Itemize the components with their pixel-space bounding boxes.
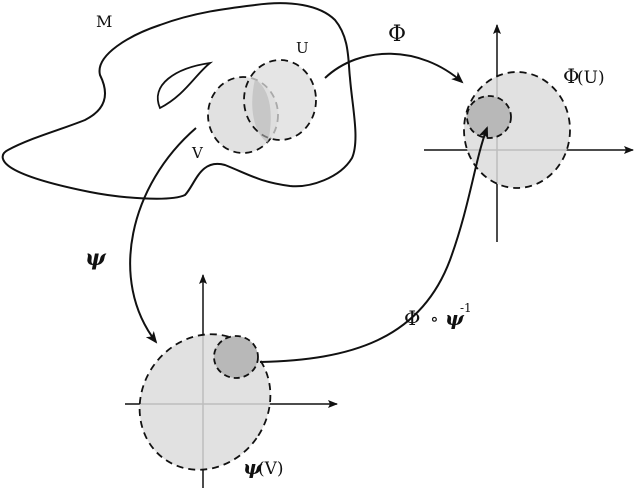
chart-phi-u: Φ (U) (424, 24, 634, 242)
psi-arrow (129, 127, 197, 344)
label-phi: Φ (388, 22, 406, 47)
label-v: V (191, 144, 204, 162)
region-phi-overlap (466, 95, 512, 139)
label-transition-compose: ∘ (430, 309, 439, 330)
phi-arrow (324, 52, 464, 84)
label-u: U (296, 39, 309, 57)
label-manifold: M (96, 12, 112, 31)
label-phi-u-arg: (U) (577, 68, 605, 88)
manifold-hole (157, 61, 214, 110)
label-psi: ψ (85, 245, 107, 271)
label-psi-v-symbol: ψ (243, 455, 263, 479)
transition-arrow (259, 126, 489, 363)
label-transition-phi: Φ (404, 306, 420, 330)
label-transition-inverse: -1 (460, 301, 472, 315)
label-psi-v-arg: (V) (258, 459, 284, 479)
label-transition-psi: ψ (445, 306, 465, 330)
region-psi-overlap (213, 335, 259, 379)
label-transition: Φ ∘ ψ -1 (404, 301, 472, 330)
region-overlap (252, 79, 271, 143)
label-phi-u-symbol: Φ (563, 64, 579, 88)
manifold-outline (1, 2, 357, 200)
chart-psi-v: ψ (V) (125, 274, 338, 488)
